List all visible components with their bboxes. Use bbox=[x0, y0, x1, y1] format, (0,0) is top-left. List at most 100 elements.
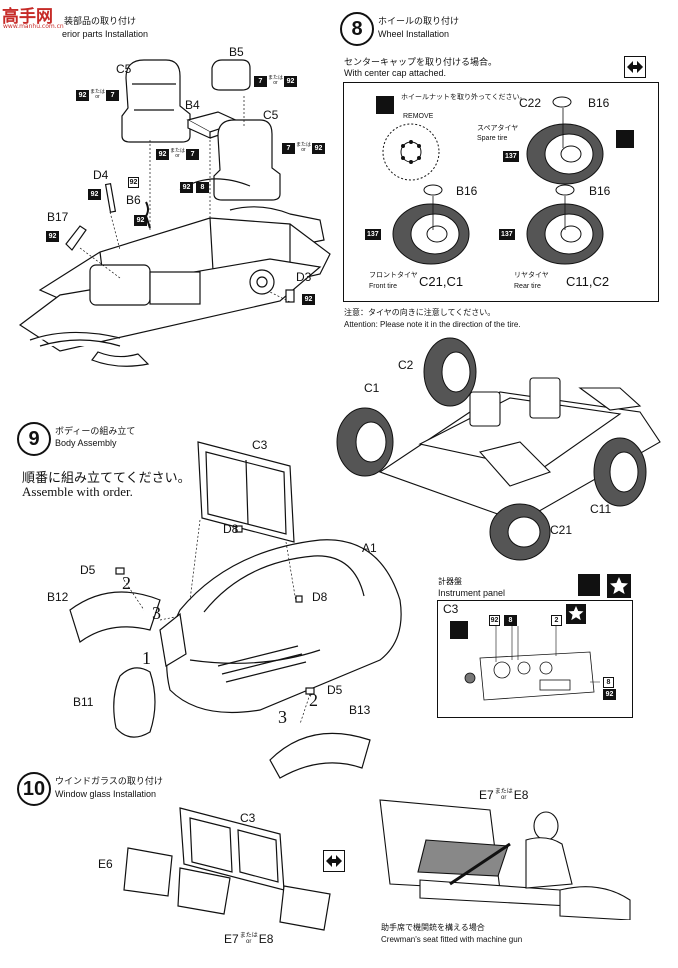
step9-title-en: Body Assembly bbox=[55, 438, 117, 448]
step8-rear-jp: リヤタイヤ bbox=[514, 271, 549, 279]
color-chip: 7 bbox=[254, 75, 267, 87]
step10-crewman-diagram bbox=[379, 799, 631, 920]
color-chip: 92 bbox=[46, 230, 59, 242]
step8-assembly-c11: C11 bbox=[590, 502, 612, 516]
step7-chassis-diagram bbox=[18, 59, 331, 367]
color-chip: 92 bbox=[128, 176, 139, 188]
step7-part-b5: B5 bbox=[229, 45, 244, 59]
step8-title-jp: ホイールの取り付け bbox=[378, 17, 460, 27]
star-icon bbox=[566, 604, 586, 624]
step8-title-en: Wheel Installation bbox=[378, 29, 450, 39]
color-chip: 92 bbox=[489, 614, 500, 626]
part-e7: E7 bbox=[479, 788, 494, 802]
color-chip: 7 bbox=[106, 89, 120, 101]
step8-assembly-c2: C2 bbox=[398, 358, 414, 372]
watermark-brand: 高手网 bbox=[2, 7, 53, 27]
step10-part-e6: E6 bbox=[98, 857, 113, 871]
step8-spare-jp: スペアタイヤ bbox=[477, 124, 519, 132]
cement-icon bbox=[616, 130, 634, 148]
color-chip: 92 bbox=[603, 688, 616, 700]
step10-mg-note-jp: 助手席で機関銃を構える場合 bbox=[381, 923, 485, 932]
step7-part-b4: B4 bbox=[185, 98, 200, 112]
step8-part-b16: B16 bbox=[588, 96, 610, 110]
tire-color-chip: 137 bbox=[503, 151, 519, 162]
step8-remove-jp: ホイールナットを取り外ってください。 bbox=[401, 93, 527, 101]
step10-title-en: Window glass Installation bbox=[55, 789, 157, 799]
color-chip: 92 bbox=[302, 293, 315, 305]
cement-icon bbox=[450, 621, 468, 639]
step10-title-jp: ウインドガラスの取り付け bbox=[55, 777, 163, 787]
color-chip: 92 bbox=[134, 214, 147, 226]
step9-part-b12: B12 bbox=[47, 590, 69, 604]
step9-part-b13: B13 bbox=[349, 703, 371, 717]
step8-front-en: Front tire bbox=[369, 283, 398, 290]
step8-wheels-diagram bbox=[382, 96, 604, 265]
step8-remove-en: REMOVE bbox=[403, 113, 434, 120]
instrument-panel-diagram bbox=[464, 626, 600, 701]
color-chip: 92 bbox=[180, 181, 193, 193]
step9-body-diagram bbox=[69, 441, 402, 779]
step9-part-d8-top: D8 bbox=[223, 522, 239, 536]
step9-part-d5-left: D5 bbox=[80, 563, 96, 577]
color-chip: 92 bbox=[88, 188, 101, 200]
flip-page-icon bbox=[323, 850, 345, 872]
order-mark: 2 bbox=[309, 690, 318, 710]
flip-page-icon bbox=[624, 56, 646, 78]
step8-spare-en: Spare tire bbox=[477, 135, 508, 142]
instrument-title-en: Instrument panel bbox=[438, 588, 506, 598]
instrument-frame bbox=[437, 600, 633, 718]
step10-number: 10 bbox=[17, 772, 51, 806]
step10-part-c3: C3 bbox=[240, 811, 256, 825]
step9-part-b11: B11 bbox=[73, 695, 94, 709]
step7-color-callout: 92 bbox=[134, 214, 147, 226]
step9-part-c3: C3 bbox=[252, 438, 268, 452]
step8-part-front: C21,C1 bbox=[419, 274, 464, 289]
step8-cap-note-jp: センターキャップを取り付ける場合。 bbox=[344, 58, 498, 68]
step7-title-en: erior parts Installation bbox=[62, 29, 149, 39]
order-mark: 1 bbox=[142, 648, 151, 668]
instrument-color-callout: 92 8 bbox=[489, 614, 517, 626]
step9-number: 9 bbox=[17, 422, 51, 456]
instrument-color-callout: 8 bbox=[603, 676, 614, 688]
step7-part-d4: D4 bbox=[93, 168, 109, 182]
color-chip: 8 bbox=[603, 676, 614, 688]
step8-part-c22: C22 bbox=[519, 96, 542, 110]
watermark-url: www.manhu.com.cn bbox=[3, 23, 64, 30]
color-chip: 92 bbox=[156, 148, 169, 160]
step8-assembly-c21: C21 bbox=[550, 523, 573, 537]
step7-color-callout: 92 8 bbox=[180, 181, 209, 193]
part-e8: E8 bbox=[258, 932, 274, 946]
color-chip: 92 bbox=[312, 142, 326, 154]
order-mark: 2 bbox=[122, 573, 131, 593]
step8-part-rear: C11,C2 bbox=[566, 274, 610, 289]
instrument-color-callout: 2 bbox=[551, 614, 562, 626]
tire-color-chip: 137 bbox=[365, 229, 381, 240]
step9-order-en: Assemble with order. bbox=[22, 484, 133, 499]
step7-color-callout: 92 bbox=[128, 176, 139, 188]
step7-part-c5-left: C5 bbox=[116, 62, 132, 76]
step7-part-b17: B17 bbox=[47, 210, 69, 224]
step7-part-c5-right: C5 bbox=[263, 108, 279, 122]
tire-color-chip: 137 bbox=[499, 229, 515, 240]
instrument-title-jp: 計器盤 bbox=[438, 577, 462, 586]
color-chip: 8 bbox=[504, 614, 517, 626]
step7-color-callout: 92 bbox=[302, 293, 315, 305]
step10-glass-diagram bbox=[123, 807, 331, 931]
order-mark: 3 bbox=[278, 707, 287, 727]
color-chip: 2 bbox=[551, 614, 562, 626]
step7-color-callout: 92 bbox=[88, 188, 101, 200]
step8-part-b16-front: B16 bbox=[456, 184, 478, 198]
star-icon bbox=[607, 574, 631, 598]
instrument-part-c3: C3 bbox=[443, 602, 459, 616]
step9-title-jp: ボディーの組み立て bbox=[55, 427, 136, 437]
color-chip: 7 bbox=[186, 148, 200, 160]
step7-title-jp: 装部品の取り付け bbox=[64, 17, 137, 27]
step8-cap-note-en: With center cap attached. bbox=[344, 68, 447, 78]
